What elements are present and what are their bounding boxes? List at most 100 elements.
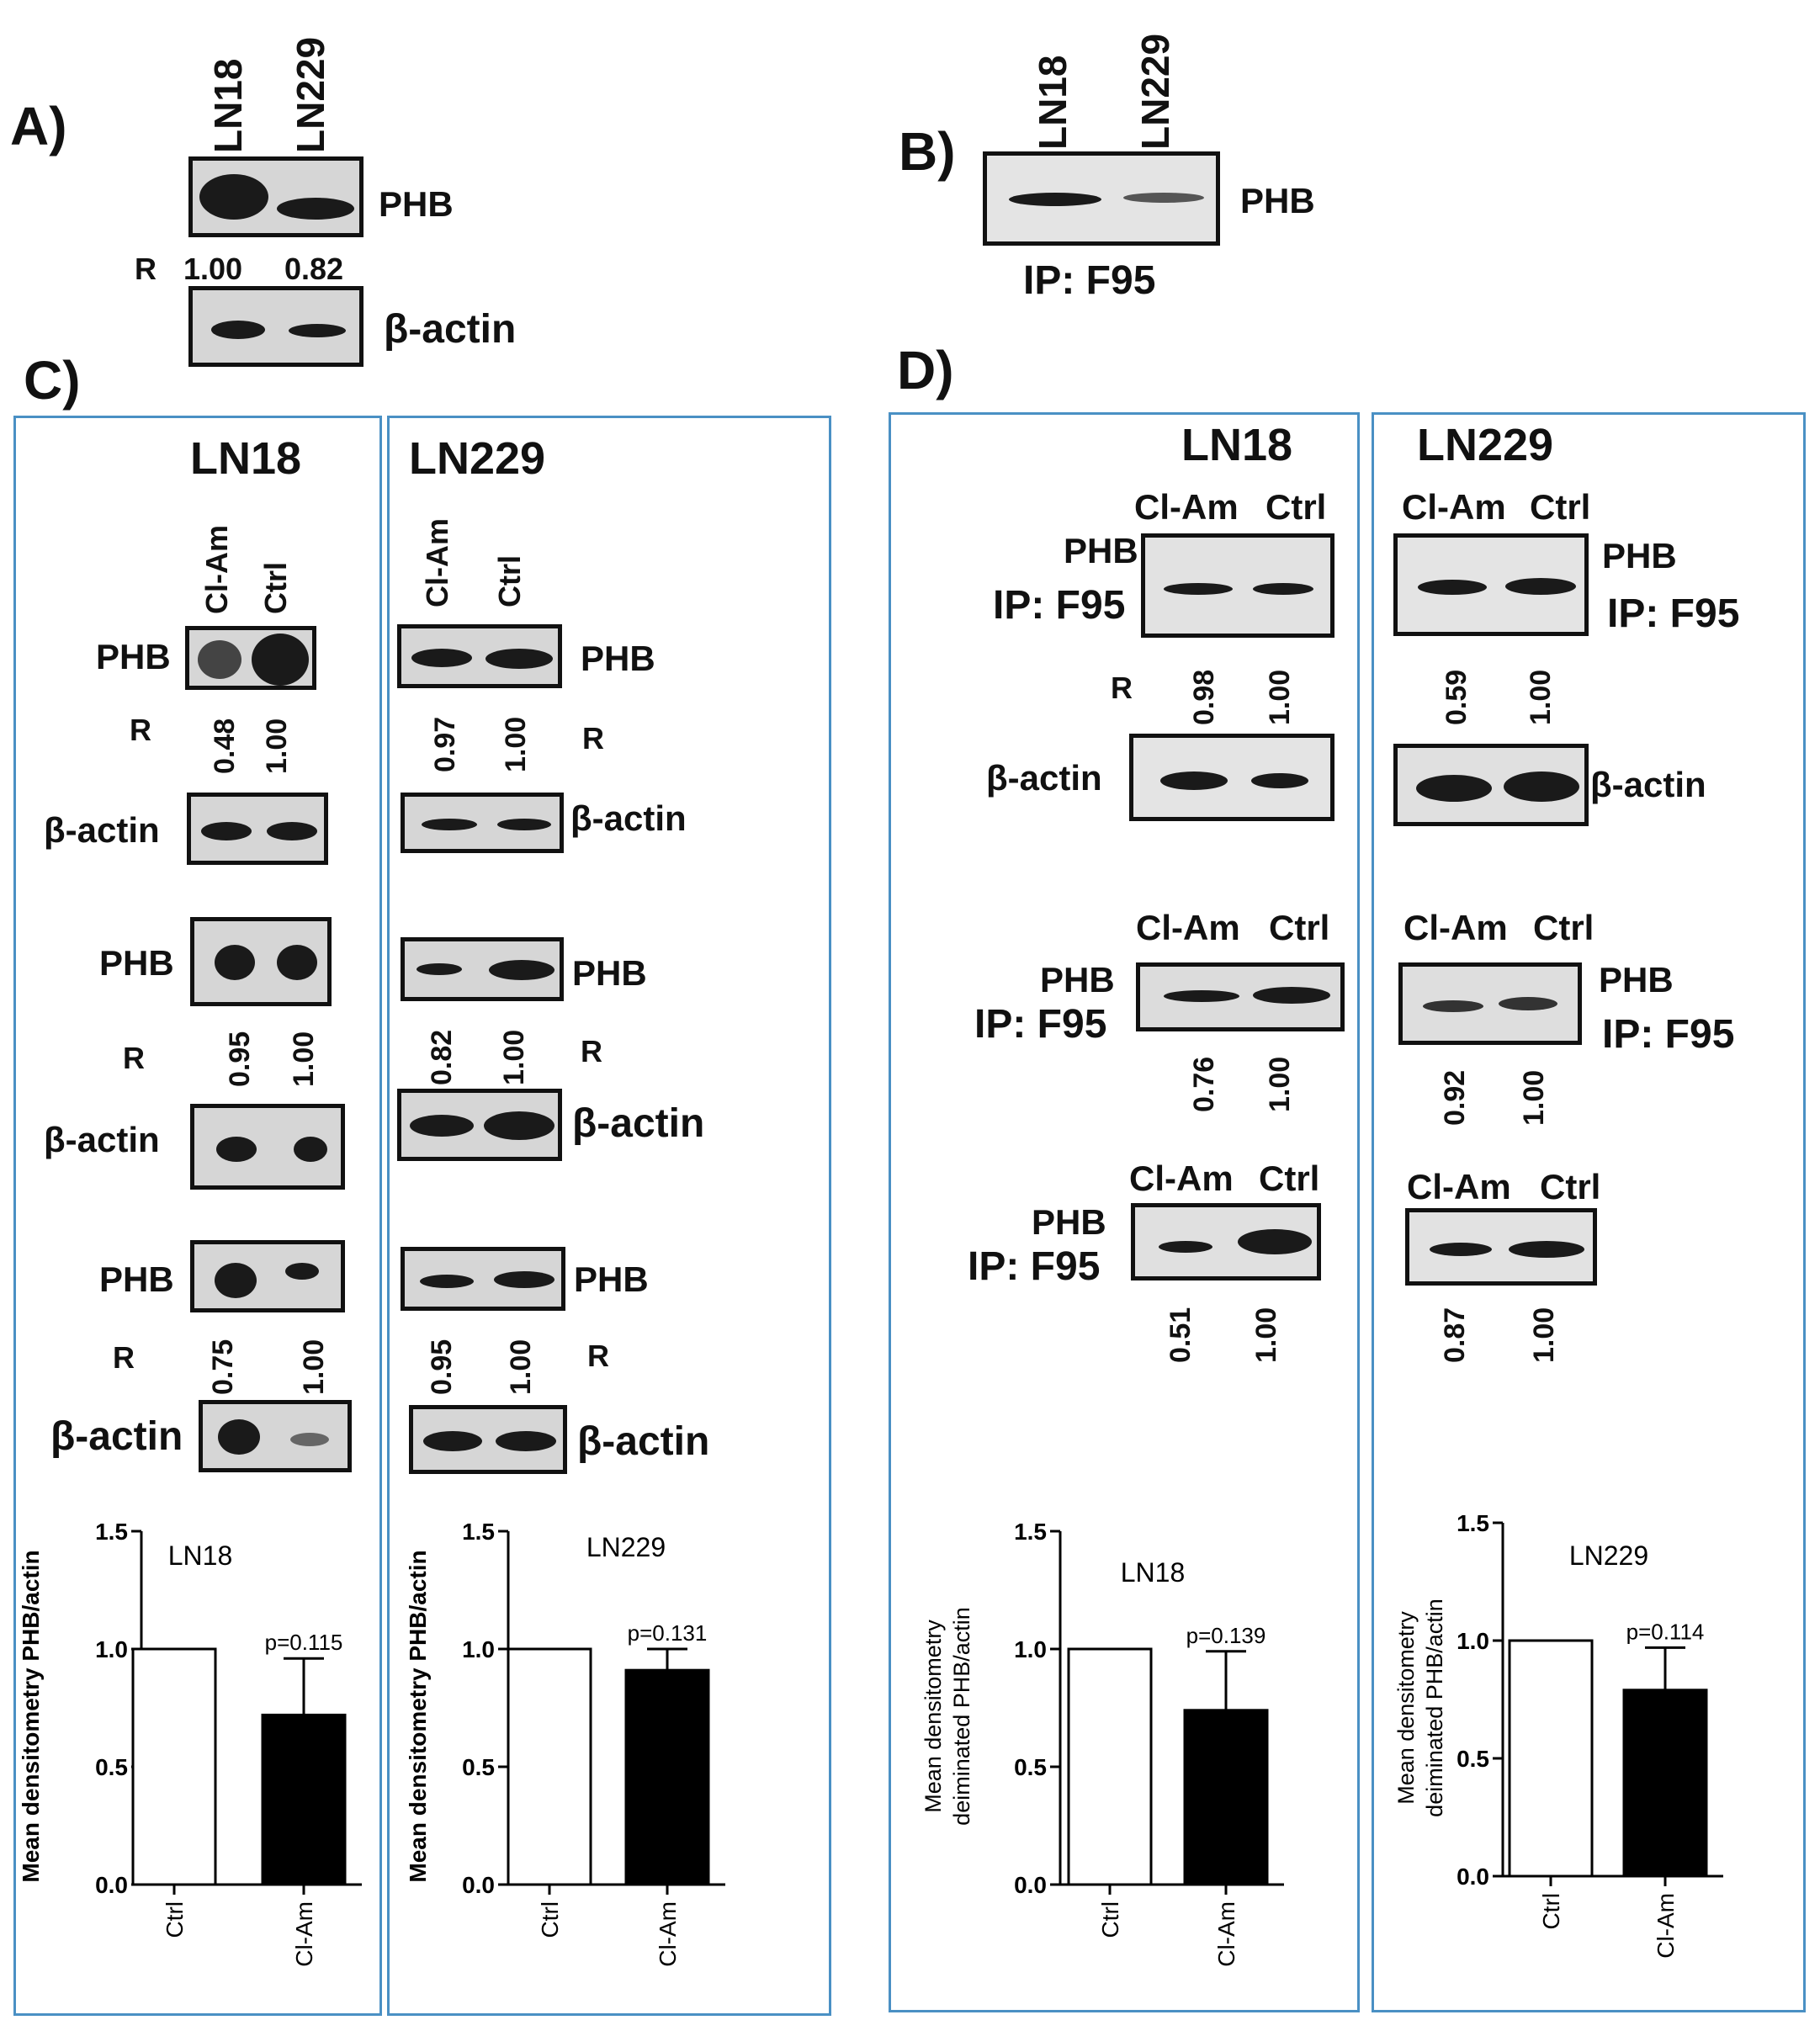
cell-line-title: LN229 [1417,420,1554,470]
phb-ip-blot [1405,1208,1597,1286]
panel-a-label: A) [10,96,67,156]
lane-label: LN18 [1031,55,1074,150]
y-axis-label: Mean densitometry PHB/actin [18,1550,44,1882]
lane-label: Ctrl [1533,908,1594,947]
ip-label: IP: F95 [1607,591,1740,636]
ratio-value: 0.48 [209,718,241,774]
r-label: R [113,1340,135,1375]
r-label: R [135,252,157,286]
actin-label: β-actin [50,1414,183,1459]
phb-ip-blot [1136,962,1345,1031]
chart-title: LN229 [1569,1540,1648,1571]
actin-blot [190,1104,345,1190]
ratio-value: 0.97 [429,716,461,772]
lane-label: LN229 [1133,33,1177,150]
y-tick-label: 0.5 [1457,1746,1489,1772]
phb-ip-blot [983,151,1220,246]
y-axis-label: deiminated PHB/actin [949,1607,974,1826]
ip-label: IP: F95 [968,1244,1101,1289]
ratio-value: 0.95 [224,1031,256,1087]
y-axis-label: Mean densitometry [1393,1611,1419,1805]
lane-label: LN18 [206,58,250,153]
actin-blot [188,286,363,367]
lane-label: Cl-Am [1402,487,1506,527]
ratio-value: 1.00 [1525,669,1557,725]
ratio-value: 1.00 [500,716,532,772]
actin-blot [1129,734,1334,821]
panel-c-ln18-box [13,416,382,2016]
y-tick-label: 1.0 [95,1636,128,1662]
lane-label: Ctrl [1266,487,1327,527]
actin-label: β-actin [384,307,517,352]
lane-label: Ctrl [258,562,293,614]
bar [261,1713,347,1886]
y-tick-label: 1.5 [95,1519,128,1545]
phb-label: PHB [379,184,454,224]
bar [1622,1689,1708,1878]
x-tick-label: Ctrl [537,1901,563,1938]
actin-blot [397,1089,562,1161]
lane-label: Cl-Am [1129,1159,1234,1198]
phb-label: PHB [1602,536,1677,575]
panel-b-label: B) [899,121,956,182]
phb-blot [401,937,564,1001]
p-value-annotation: p=0.139 [1186,1623,1266,1648]
r-label: R [581,1034,602,1068]
phb-label: PHB [96,637,171,676]
ratio-value: 0.75 [207,1339,239,1395]
ratio-value: 1.00 [288,1031,320,1087]
cell-line-title: LN18 [190,433,302,484]
y-tick-label: 1.0 [462,1636,495,1662]
x-tick-label: Cl-Am [1213,1901,1239,1967]
phb-blot [185,626,316,690]
actin-label: β-actin [986,758,1102,798]
phb-label: PHB [1040,960,1115,999]
y-tick-label: 1.5 [462,1519,495,1545]
x-tick-label: Ctrl [1097,1901,1123,1938]
ratio-value: 1.00 [505,1339,537,1395]
phb-label: PHB [1032,1202,1106,1242]
chart-title: LN229 [586,1532,666,1562]
ratio-value: 1.00 [261,718,293,774]
lane-label: Cl-Am [1407,1167,1511,1206]
actin-label: β-actin [572,1101,705,1146]
phb-label: PHB [572,953,647,993]
phb-label: PHB [581,639,655,678]
y-tick-label: 1.5 [1014,1519,1047,1545]
lane-label: Ctrl [1269,908,1330,947]
y-tick-label: 1.5 [1457,1510,1489,1536]
x-tick-label: Ctrl [1538,1893,1564,1930]
x-tick-label: Cl-Am [291,1901,317,1967]
bar [1508,1639,1594,1878]
lane-label: Ctrl [492,555,527,607]
y-tick-label: 0.0 [1014,1872,1047,1898]
chart-title: LN18 [168,1540,233,1571]
r-label: R [1111,671,1133,705]
y-tick-label: 1.0 [1457,1628,1489,1654]
phb-label: PHB [1064,531,1138,570]
ip-label: IP: F95 [993,583,1126,628]
lane-label: Cl-Am [1134,487,1239,527]
ratio-value: 1.00 [298,1339,330,1395]
ratio-value: 0.76 [1188,1056,1220,1112]
lane-label: LN229 [289,36,332,153]
x-tick-label: Cl-Am [1653,1893,1679,1959]
bar [507,1647,592,1886]
r-label: R [582,721,604,756]
ratio-value: 0.82 [284,252,344,286]
phb-label: PHB [1240,181,1315,220]
y-tick-label: 0.0 [1457,1864,1489,1890]
y-tick-label: 0.0 [462,1872,495,1898]
phb-label: PHB [99,1259,174,1299]
phb-label: PHB [574,1259,649,1299]
r-label: R [130,713,151,747]
y-tick-label: 0.5 [1014,1754,1047,1780]
actin-blot [187,793,328,865]
lane-label: Ctrl [1530,487,1591,527]
ip-label: IP: F95 [974,1002,1107,1047]
ratio-value: 0.92 [1439,1069,1471,1126]
